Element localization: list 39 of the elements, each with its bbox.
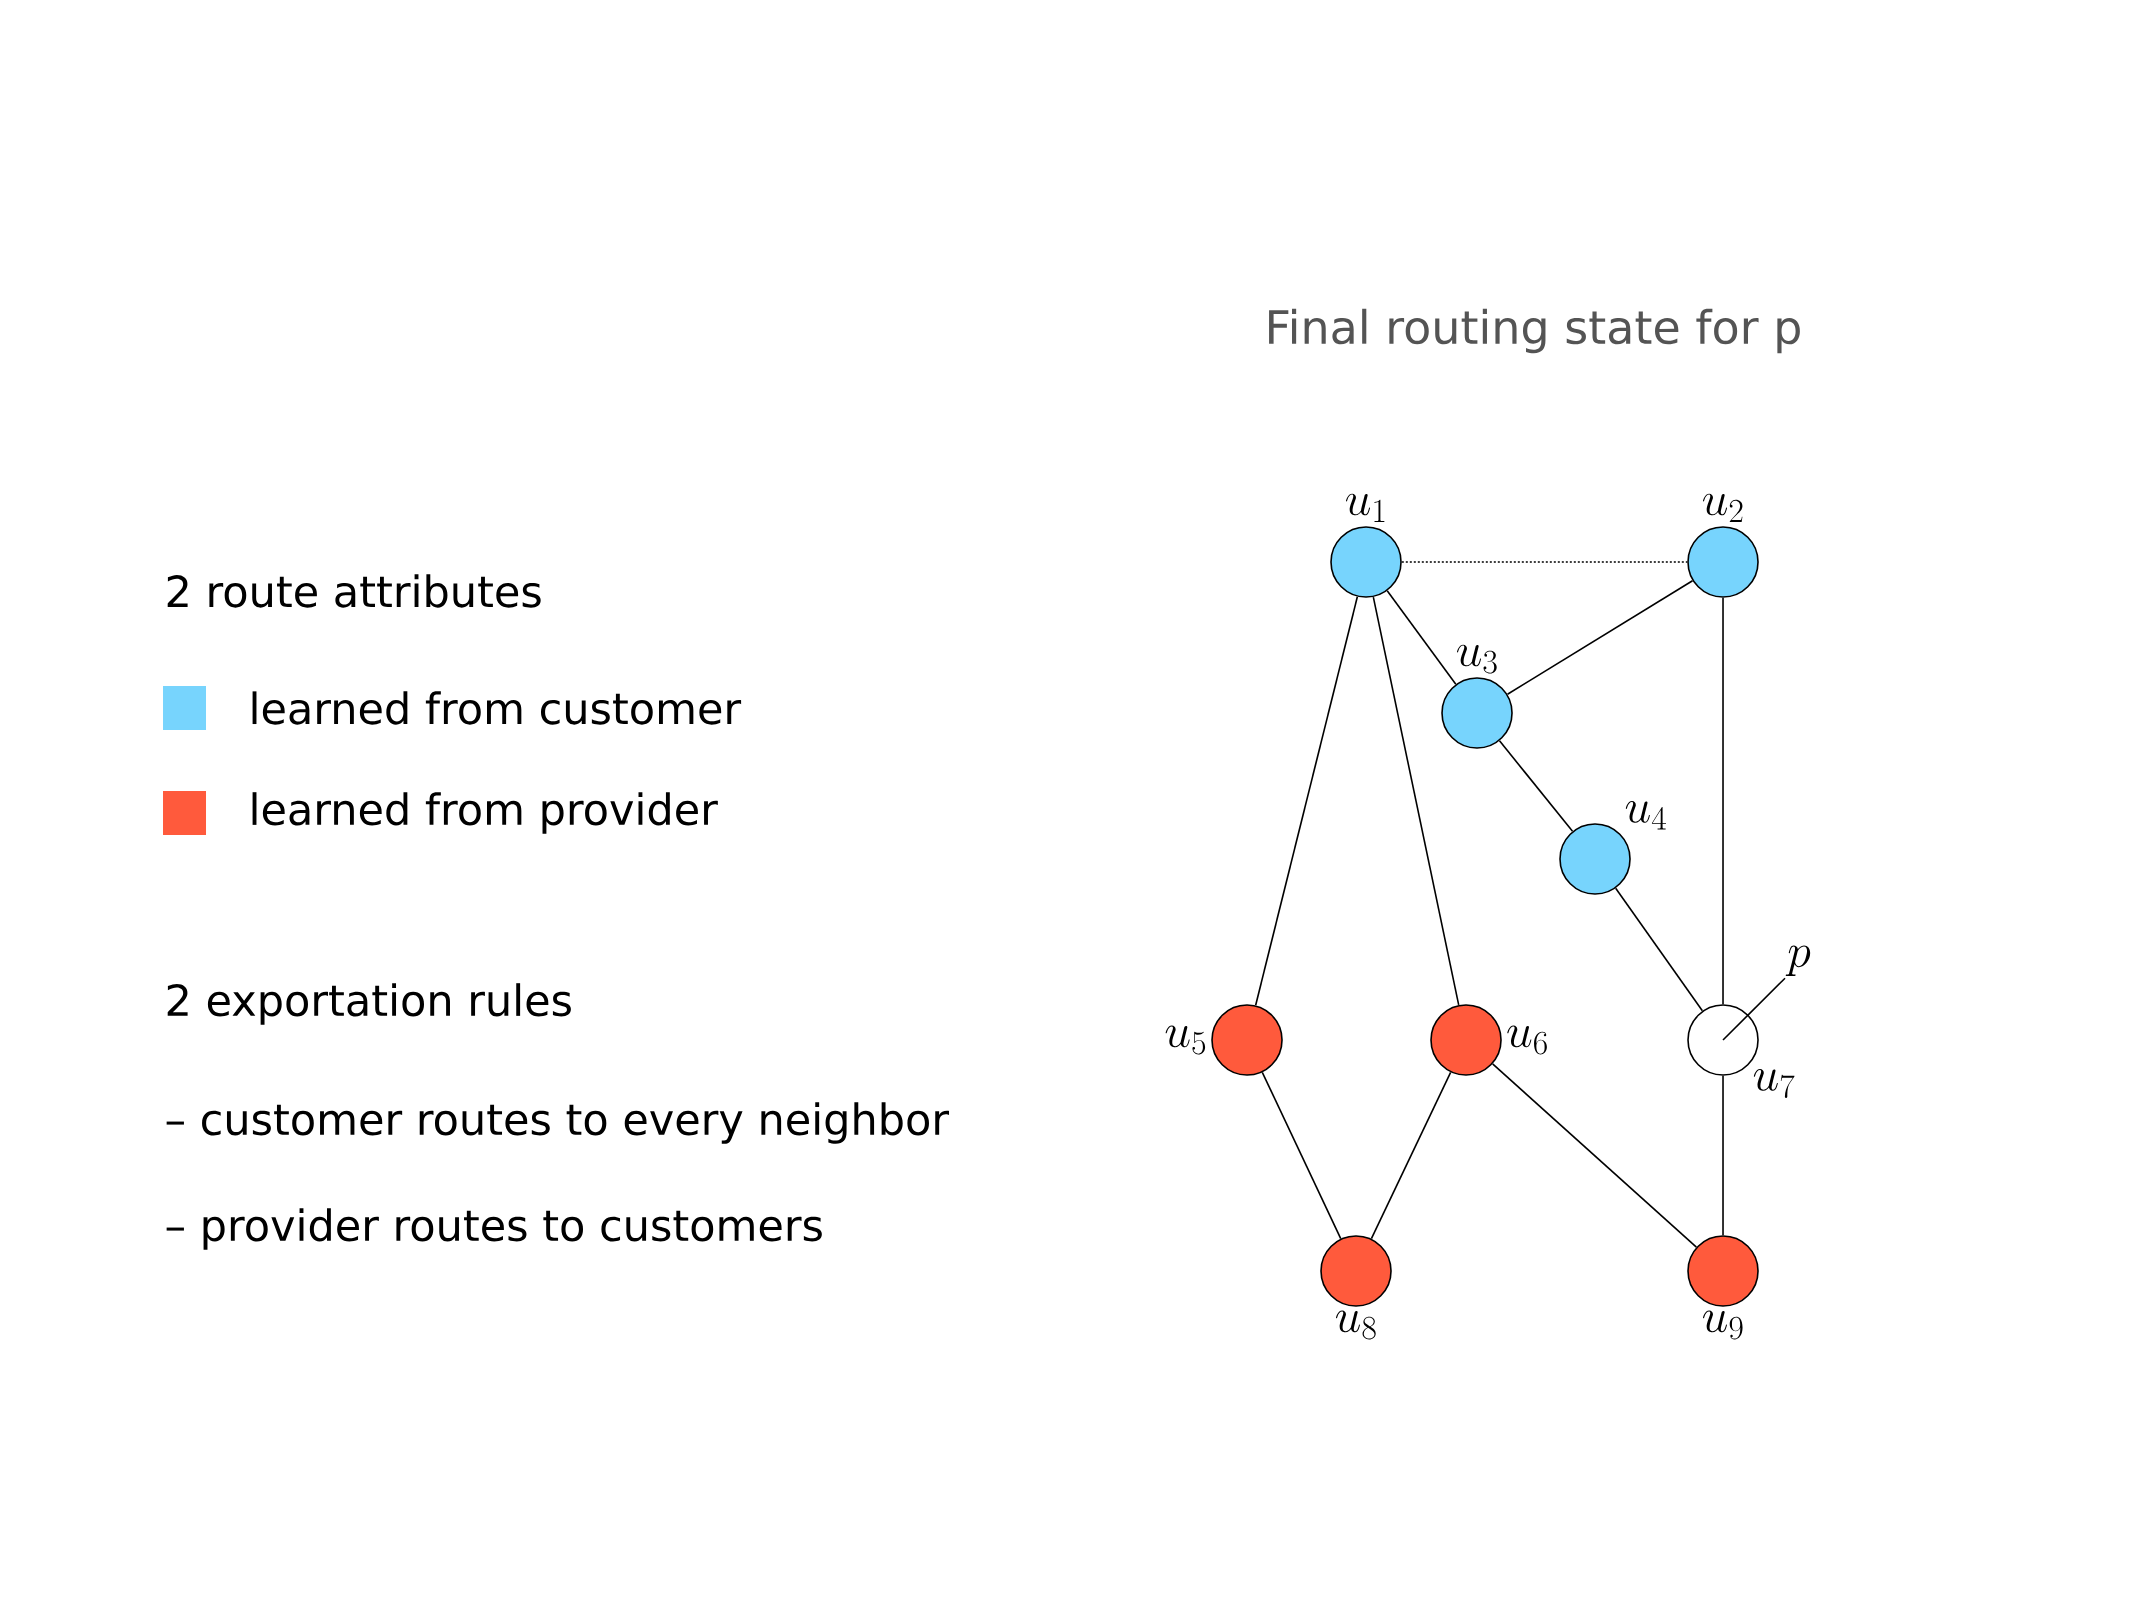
node-label: $u_9$ <box>1702 1310 1743 1340</box>
connection-line <box>1722 1075 1724 1236</box>
node-label: $u_7$ <box>1753 1069 1795 1098</box>
legend-label: learned from customer <box>252 691 742 725</box>
connection-line <box>1370 1071 1452 1240</box>
node-label: $u_1$ <box>1345 493 1385 522</box>
network-node: $u_3$ <box>1441 644 1513 749</box>
connection-line <box>1506 579 1694 696</box>
note-text: – provider routes to customers <box>166 1208 822 1250</box>
connection-line <box>1386 590 1457 685</box>
connection-line <box>1498 740 1574 832</box>
connection-line <box>1401 561 1688 563</box>
network-node: $u_4$ <box>1559 801 1666 895</box>
node-label: $p$ <box>1785 945 1811 976</box>
note-text: – customer routes to every neighbor <box>166 1102 950 1144</box>
connection-line <box>1372 596 1460 1006</box>
note-text: 2 route attributes <box>167 574 541 608</box>
network-node: $u_9$ <box>1687 1235 1759 1340</box>
leader-line <box>1722 977 1786 1041</box>
node-label: $u_4$ <box>1625 801 1666 830</box>
network-node: $u_6$ <box>1430 1004 1547 1076</box>
connection-line <box>1614 887 1704 1012</box>
node-label: $u_6$ <box>1507 1025 1547 1055</box>
note-text: 2 exportation rules <box>167 983 571 1025</box>
connection-line <box>1254 595 1359 1007</box>
network-node: $u_1$ <box>1330 493 1402 598</box>
node-label: $u_2$ <box>1702 493 1743 522</box>
network-node: $u_7$ <box>1687 1004 1795 1098</box>
node-label: $u_8$ <box>1335 1310 1376 1340</box>
node-label: $u_3$ <box>1456 644 1497 674</box>
connection-line <box>1261 1071 1342 1240</box>
connection-line <box>1722 597 1724 1005</box>
title: Final routing state for p <box>1269 308 1800 354</box>
network-node: $u_2$ <box>1687 493 1759 598</box>
network-node: $u_5$ <box>1165 1004 1283 1076</box>
legend-label: learned from provider <box>252 792 718 834</box>
connection-line <box>1491 1063 1698 1248</box>
node-label: $u_5$ <box>1165 1025 1206 1055</box>
network-node: $u_8$ <box>1320 1235 1392 1340</box>
